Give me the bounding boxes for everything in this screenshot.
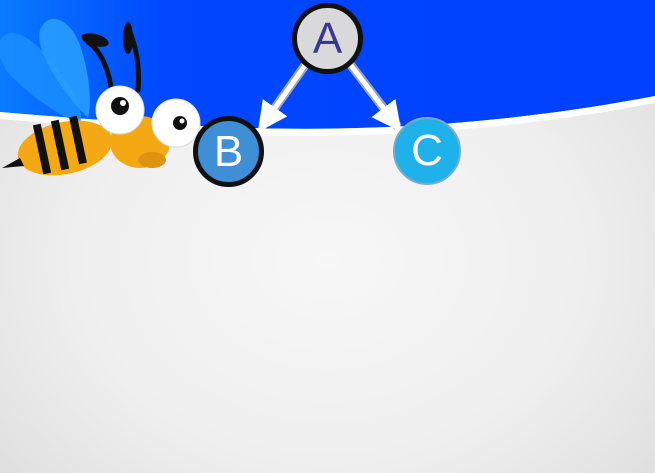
node-b: B bbox=[193, 116, 264, 187]
edge-a-to-b-arrow bbox=[257, 62, 309, 133]
node-c-label: C bbox=[411, 126, 443, 175]
node-c: C bbox=[393, 117, 461, 185]
node-a: A bbox=[292, 3, 363, 74]
cartoon-bee-icon bbox=[0, 18, 201, 176]
node-b-label: B bbox=[213, 126, 244, 176]
edge-a-to-c-arrow bbox=[348, 62, 402, 132]
node-a-label: A bbox=[312, 13, 343, 63]
